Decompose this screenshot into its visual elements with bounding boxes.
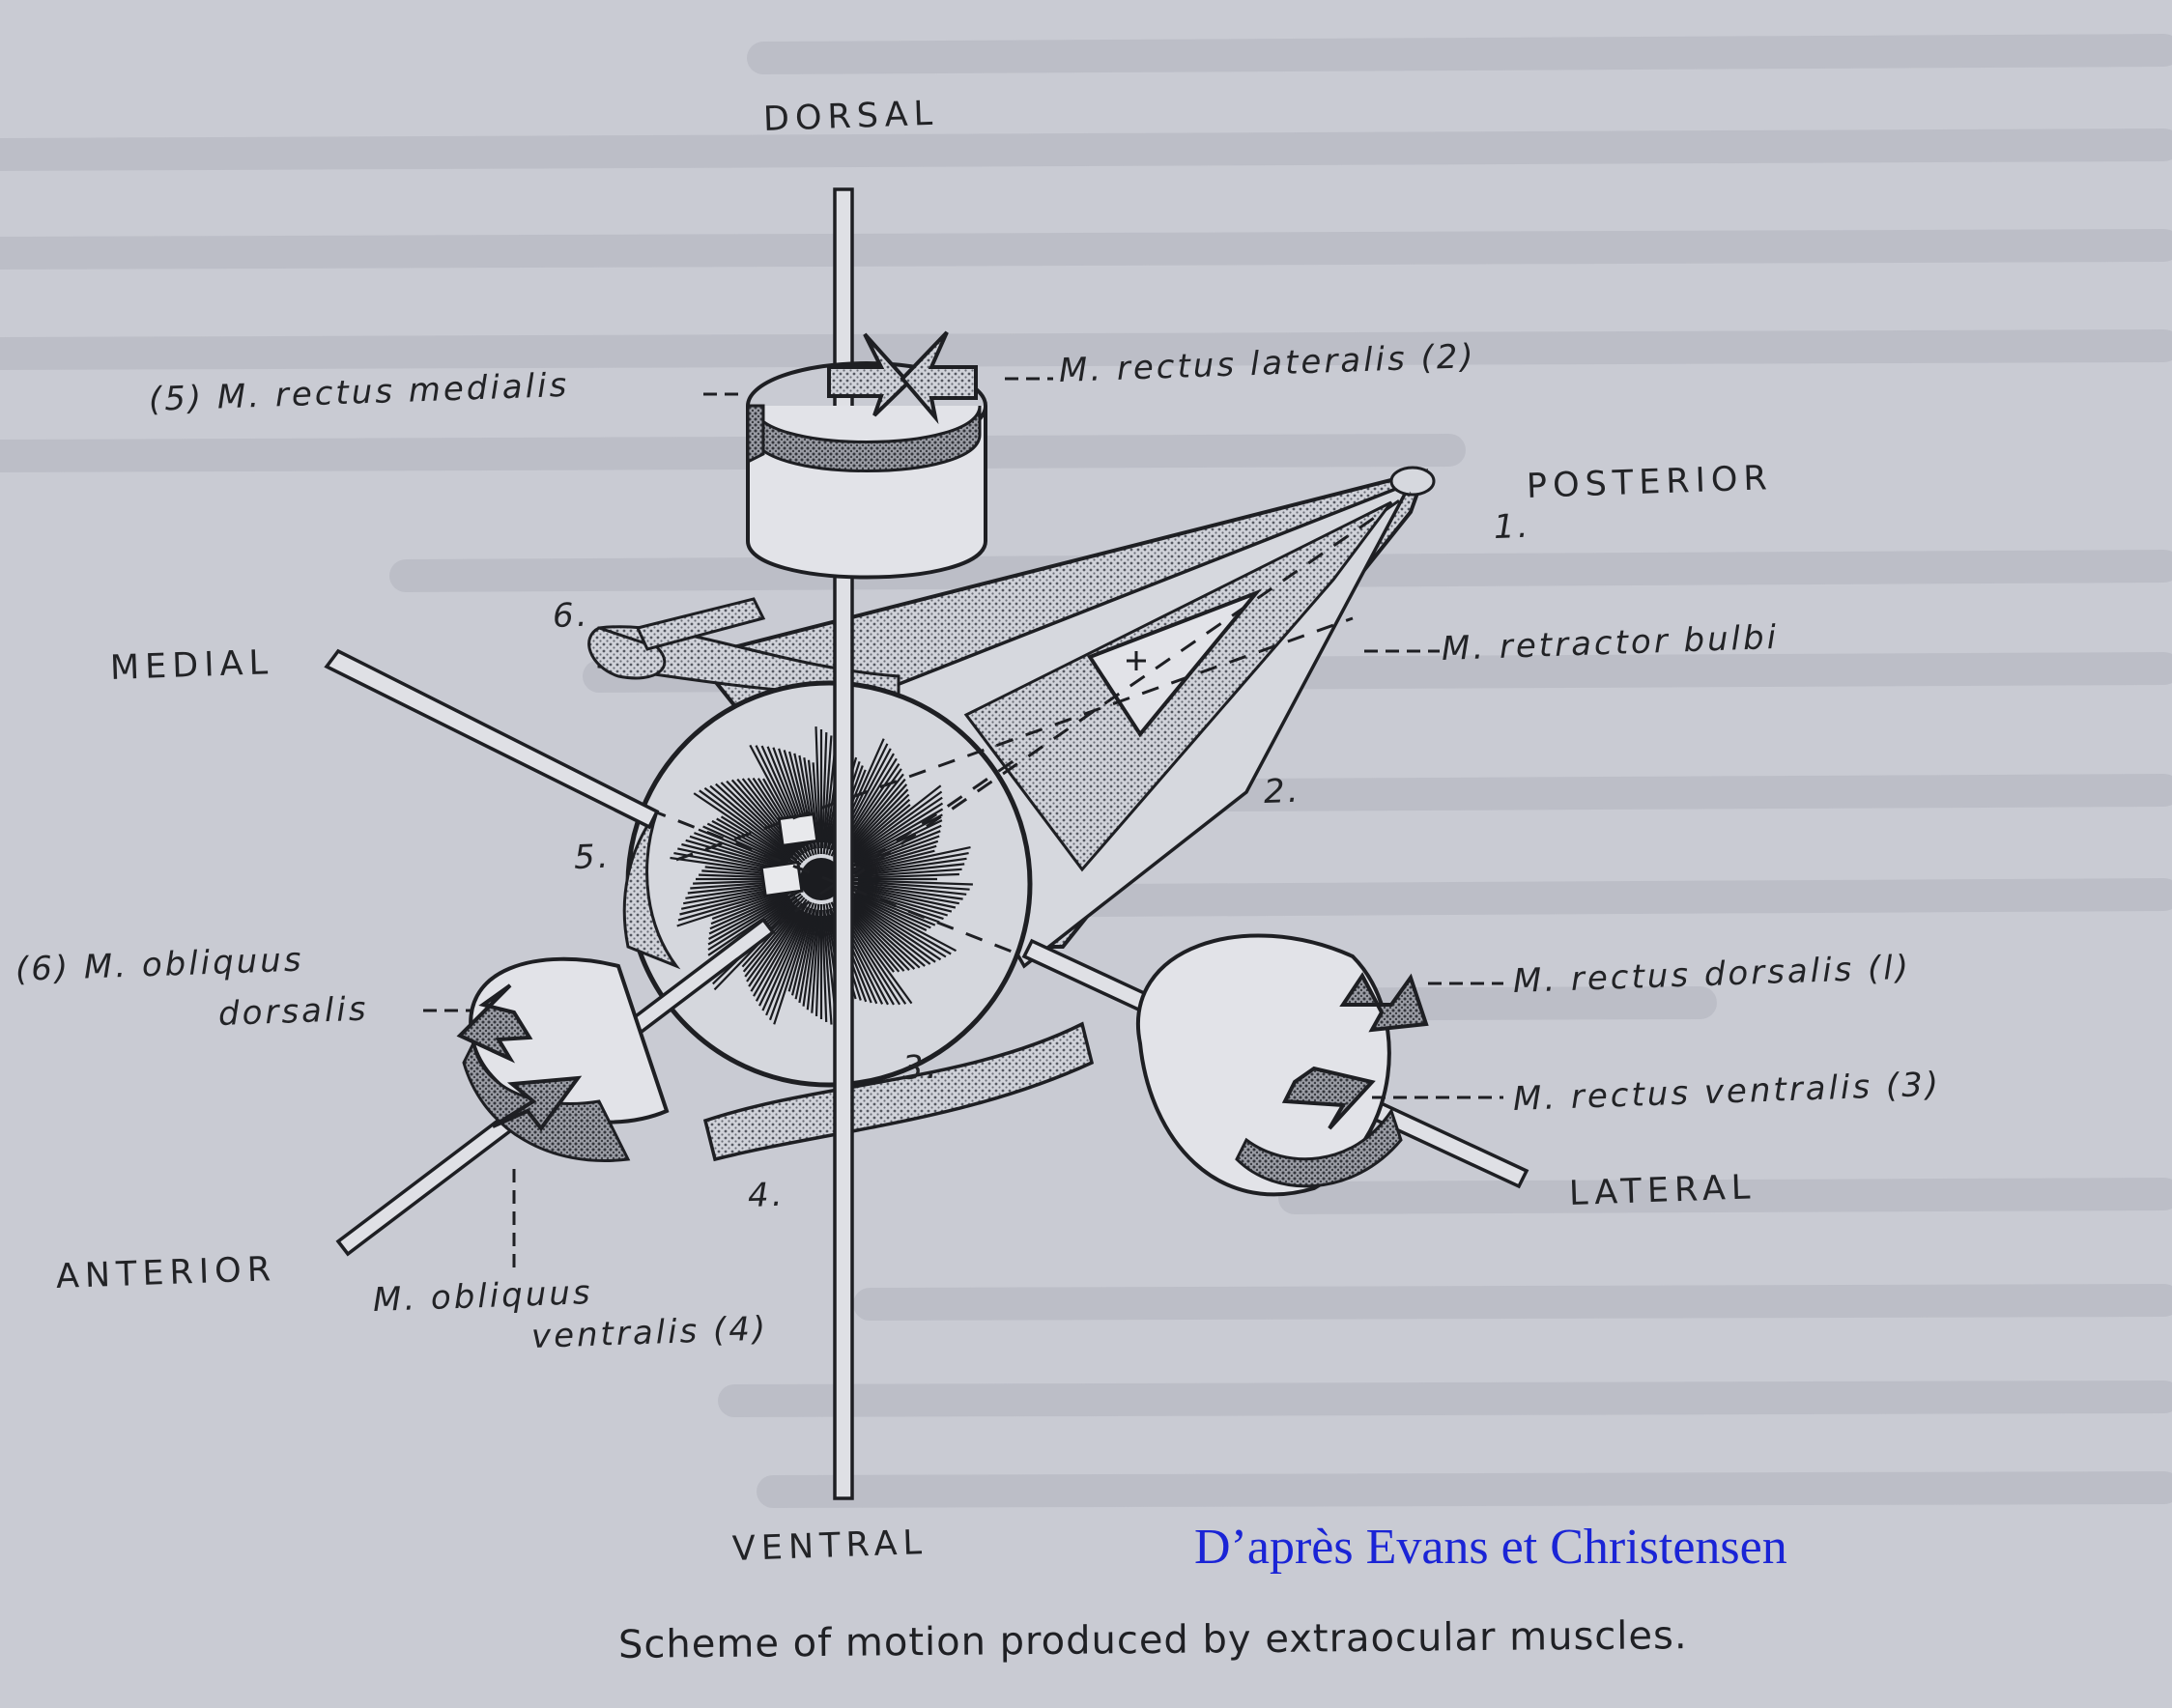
label-obliquus-ventralis-line1: M. obliquus — [372, 1273, 594, 1320]
number-6: 6. — [552, 595, 591, 636]
label-medial: MEDIAL — [109, 643, 274, 688]
figure-caption: Scheme of motion produced by extraocular… — [617, 1613, 1688, 1667]
number-4: 4. — [747, 1175, 786, 1215]
label-lateral: LATERAL — [1568, 1168, 1757, 1213]
label-obliquus-dorsalis-line2: dorsalis — [217, 989, 370, 1034]
number-5: 5. — [573, 837, 613, 877]
rotation-ring-lateral — [1136, 933, 1429, 1197]
eyeball — [622, 680, 1033, 1088]
number-3: 3. — [901, 1047, 941, 1088]
label-ventral: VENTRAL — [731, 1523, 929, 1569]
source-credit: D’après Evans et Christensen — [1194, 1520, 1787, 1575]
leader-lines — [423, 377, 1503, 1275]
number-2: 2. — [1263, 771, 1302, 811]
rotation-ring-anterior — [456, 956, 670, 1162]
number-1: 1. — [1493, 506, 1532, 547]
label-anterior: ANTERIOR — [55, 1250, 277, 1296]
rotation-ring-dorsal — [746, 330, 987, 580]
label-dorsal: DORSAL — [762, 94, 939, 139]
label-obliquus-ventralis-line2: ventralis (4) — [530, 1309, 769, 1356]
